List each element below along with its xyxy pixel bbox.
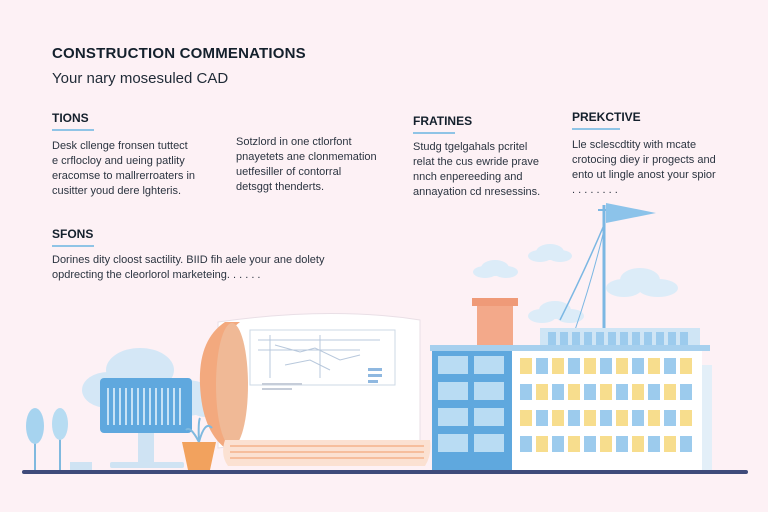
flag-icon [606,203,656,223]
section-underline [572,128,620,130]
section-underline [52,129,94,131]
section-underline [52,245,94,247]
construction-illustration [22,203,748,474]
cloud-icon [473,260,518,278]
tree-icon [52,408,68,472]
cloud-icon [606,268,678,297]
section-heading: SFONS [52,227,94,241]
section-text: Sotzlord in one ctlorfont pnayetets ane … [236,136,377,193]
section-prective: PREKCTIVE Lle sclescdtity with mcate cro… [572,110,752,198]
section-text: Studg tgelgahals pcritel relat the cus e… [413,141,541,198]
crane-icon [559,205,610,331]
section-tions: TIONS Desk cllenge fronsen tuttect e crf… [52,111,232,199]
section-text: Lle sclescdtity with mcate crotocing die… [572,139,716,196]
section-heading: PREKCTIVE [572,110,641,124]
cloud-icon [528,244,572,262]
page-subtitle: Your nary mosesuled CAD [52,70,229,87]
section-underline [413,132,455,134]
page-title: CONSTRUCTION COMMENATIONS [52,45,306,62]
section-heading: TIONS [52,111,89,125]
cloud-icon [528,301,584,323]
server-icon [100,378,192,468]
section-text: Dorines dity cloost sactility. BIID fih … [52,254,325,281]
building-icon [430,328,712,472]
blueprint-icon [199,312,431,466]
section-text: Desk cllenge fronsen tuttect e crflocloy… [52,140,196,197]
section-heading: FRATINES [413,114,473,128]
section-sfons: SFONS Dorines dity cloost sactility. BII… [52,227,372,283]
section-fratines: FRATINES Studg tgelgahals pcritel relat … [413,114,563,200]
plant-icon [182,417,216,470]
bench [70,462,92,470]
tree-icon [26,408,44,472]
chimney-icon [472,298,518,348]
ground-line [22,470,748,474]
section-middle: Sotzlord in one ctlorfont pnayetets ane … [236,135,411,195]
